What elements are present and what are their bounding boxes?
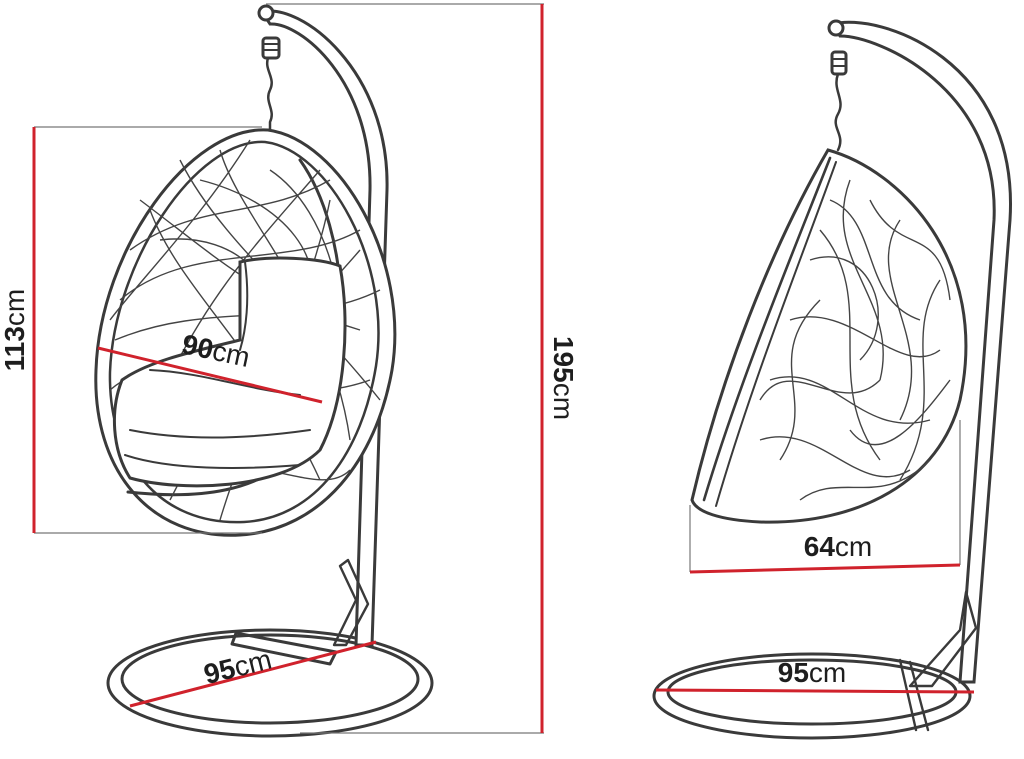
height-113-label: 113cm — [0, 289, 30, 372]
depth-64-label: 64cm — [804, 531, 872, 562]
side-base-95-dimension-line — [655, 688, 975, 694]
height-195-label: 195cm — [548, 336, 579, 420]
width-90-label: 90cm — [179, 328, 252, 373]
side-stand-pole — [827, 19, 1012, 688]
width-90-dimension-line — [97, 346, 323, 404]
front-egg-chair — [94, 128, 397, 537]
base-95-side-label: 95cm — [778, 657, 846, 688]
front-view: 113cm 195cm 90cm 95cm — [0, 3, 579, 738]
side-view: 64cm 95cm — [652, 19, 1012, 740]
base-95-dimension-line — [129, 640, 377, 708]
front-chain — [261, 36, 281, 132]
depth-64-dimension-line — [689, 563, 961, 574]
side-chain — [830, 50, 848, 152]
front-dimension-guides — [34, 3, 544, 734]
front-base-ring — [106, 628, 434, 738]
side-dimension-guides — [689, 420, 961, 572]
base-95-front-label: 95cm — [201, 643, 275, 690]
side-egg-chair — [690, 148, 968, 524]
